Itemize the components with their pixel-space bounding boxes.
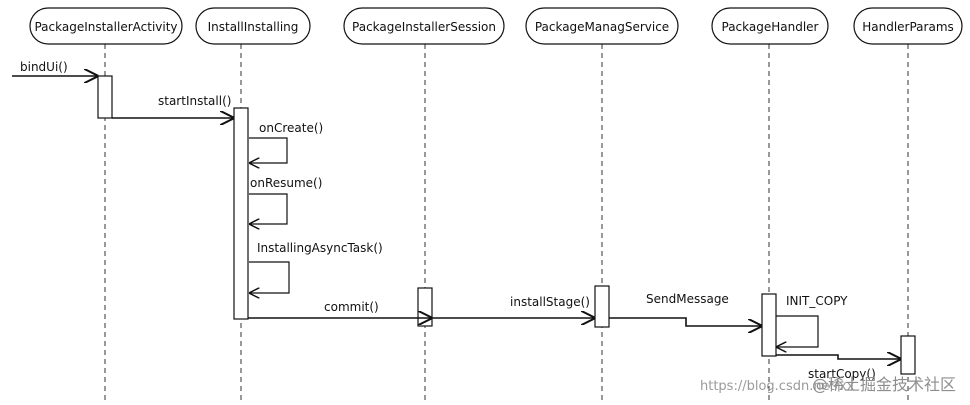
self-call-arrow (249, 137, 288, 163)
participant-label: PackageHandler (722, 20, 819, 34)
participant-box (525, 7, 679, 45)
watermark-url: https://blog.csdn.net/xx (700, 379, 855, 394)
activation-package-installer-session (417, 287, 433, 327)
message-oncreate: onCreate() (249, 121, 323, 163)
message-label: SendMessage (646, 292, 729, 306)
message-onresume: onResume() (249, 176, 322, 224)
participant-package-manag-service: PackageManagService (525, 7, 679, 45)
participant-box (711, 7, 829, 45)
self-call-arrow (249, 193, 288, 224)
participant-package-installer-session: PackageInstallerSession (343, 7, 505, 45)
watermark-brand: @稀土掘金技术社区 (812, 375, 956, 394)
message-commit: commit() (248, 300, 431, 318)
activation-install-installing (233, 107, 249, 320)
activation-package-handler (761, 293, 777, 357)
message-arrow (776, 355, 900, 359)
message-installstage: installStage() (432, 295, 594, 318)
message-bindui: bindUi() (12, 60, 97, 76)
participant-label: PackageInstallerActivity (34, 20, 177, 34)
message-label: bindUi() (20, 60, 68, 74)
message-label: onResume() (250, 176, 322, 190)
participant-box (343, 7, 505, 45)
activations (97, 75, 916, 375)
activation-package-manag-service (594, 285, 610, 328)
message-sendmessage: SendMessage (609, 292, 761, 326)
participant-box (195, 7, 311, 45)
participant-label: HandlerParams (862, 20, 954, 34)
participant-box (853, 7, 963, 45)
message-startinstall: startInstall() (112, 94, 233, 118)
activation-handler-params (900, 335, 916, 375)
self-call-arrow (776, 315, 819, 347)
message-label: startInstall() (158, 94, 231, 108)
message-label: onCreate() (259, 121, 323, 135)
activation-package-installer-activity (97, 75, 113, 119)
message-label: InstallingAsyncTask() (257, 241, 383, 255)
message-label: commit() (324, 300, 379, 314)
participant-label: PackageManagService (535, 20, 669, 34)
participant-label: InstallInstalling (208, 20, 299, 34)
message-init-copy: INIT_COPY (776, 294, 848, 347)
message-label: startCopy() (808, 367, 876, 381)
message-startcopy: startCopy() (776, 355, 900, 381)
participant-package-handler: PackageHandler (711, 7, 829, 45)
participant-install-installing: InstallInstalling (195, 7, 311, 45)
message-label: INIT_COPY (786, 294, 848, 308)
participant-package-installer-activity: PackageInstallerActivity (29, 7, 183, 45)
participant-handler-params: HandlerParams (853, 7, 963, 45)
message-arrow (609, 317, 761, 326)
message-label: installStage() (510, 295, 590, 309)
message-installingasynctask: InstallingAsyncTask() (249, 241, 383, 293)
participant-label: PackageInstallerSession (352, 20, 496, 34)
self-call-arrow (249, 261, 290, 293)
participant-box (29, 7, 183, 45)
watermark: https://blog.csdn.net/xx @稀土掘金技术社区 (700, 375, 956, 394)
